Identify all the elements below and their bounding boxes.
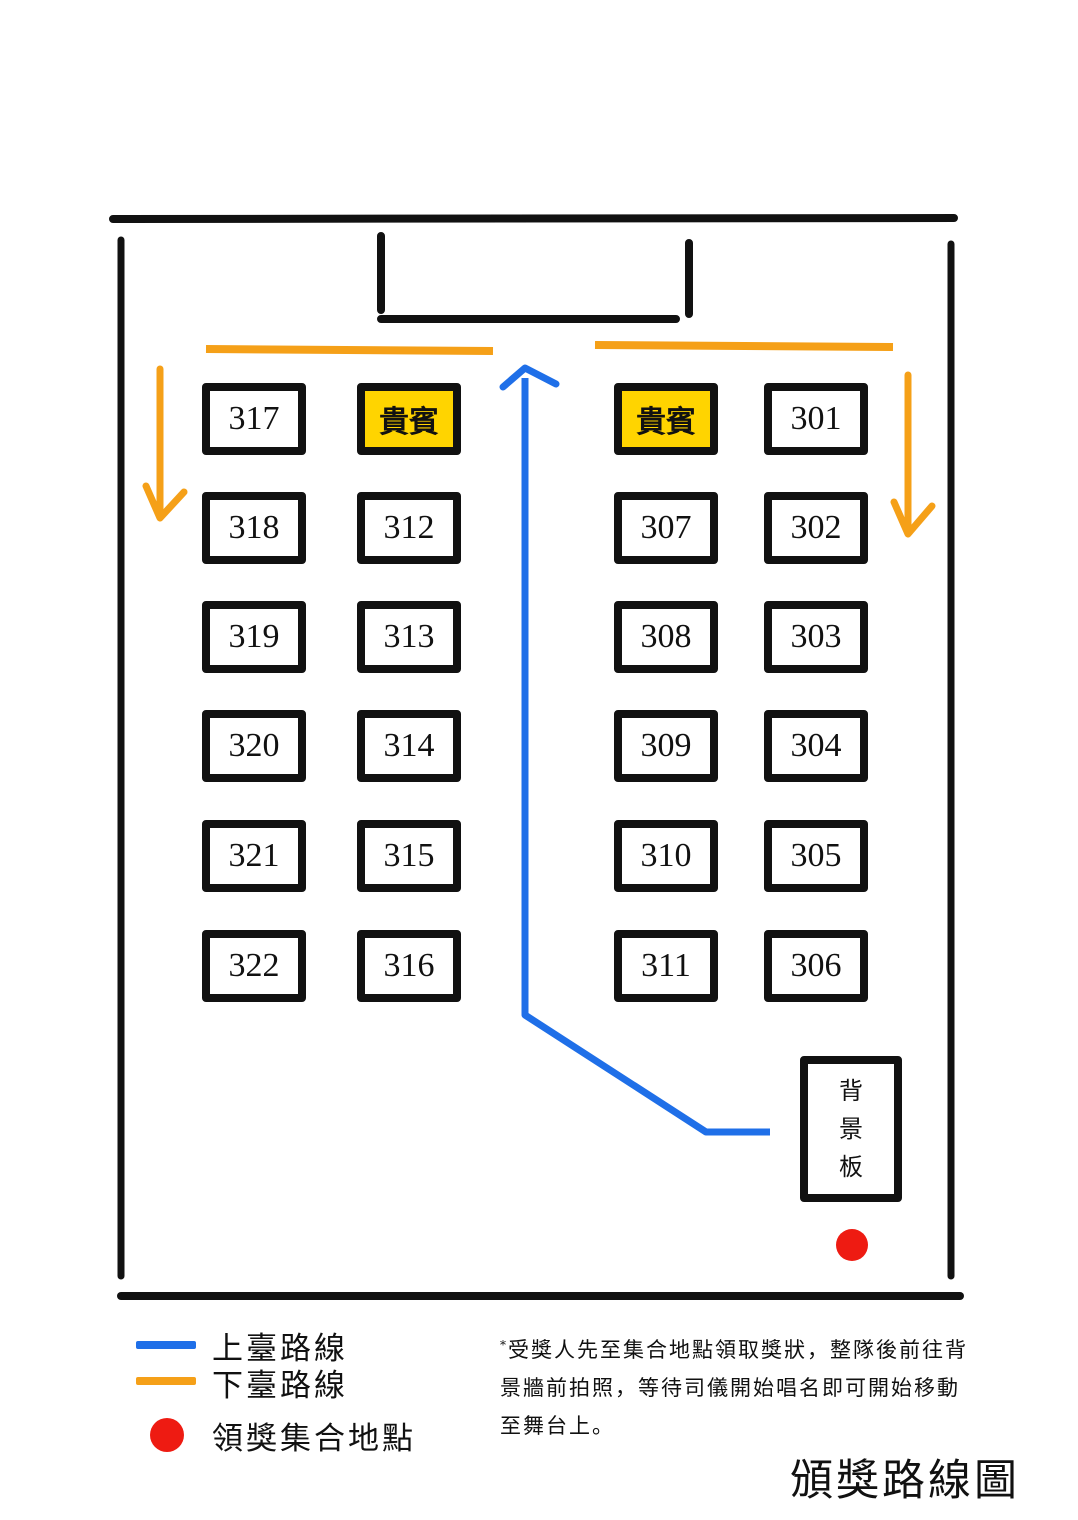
seat-315: 315 [357,820,461,892]
legend-up-route-swatch [136,1341,196,1349]
seat-label: 311 [641,947,691,984]
seat-303: 303 [764,601,868,673]
legend-down-route-swatch [136,1377,196,1385]
seat-label: 321 [228,837,280,874]
seat-label: 304 [790,727,842,764]
down-route-left-arrow [142,365,188,522]
seat-label: 301 [790,400,842,437]
seat-319: 319 [202,601,306,673]
seat-321: 321 [202,820,306,892]
seat-label: 314 [383,727,435,764]
seat-318: 318 [202,492,306,564]
backdrop-board: 背 景 板 [800,1056,902,1202]
seat-316: 316 [357,930,461,1002]
legend-gather-point-label: 領獎集合地點 [212,1421,416,1457]
seat-label: 貴賓 [636,405,696,440]
seat-label: 313 [383,618,435,655]
seat-307: 307 [614,492,718,564]
seat-label: 305 [790,837,842,874]
seat-label: 322 [228,947,280,984]
seat-314: 314 [357,710,461,782]
seat-309: 309 [614,710,718,782]
seat-306: 306 [764,930,868,1002]
seat-label: 319 [228,618,280,655]
seat-312: 312 [357,492,461,564]
seat-301: 301 [764,383,868,455]
backdrop-char: 板 [839,1153,863,1181]
seat-313: 313 [357,601,461,673]
legend-gather-point-swatch [150,1418,184,1452]
legend-down-route-label: 下臺路線 [212,1368,348,1404]
seat-label: 317 [228,400,280,437]
seat-302: 302 [764,492,868,564]
seat-label: 302 [790,509,842,546]
note-marker: * [500,1338,508,1352]
seat-label: 318 [228,509,280,546]
vip-seat: 貴賓 [357,383,461,455]
vip-seat: 貴賓 [614,383,718,455]
backdrop-char: 景 [839,1115,863,1143]
seat-305: 305 [764,820,868,892]
seat-320: 320 [202,710,306,782]
seat-317: 317 [202,383,306,455]
gather-point-dot [836,1229,868,1261]
seat-label: 309 [640,727,692,764]
down-route-left-line [205,345,494,355]
seat-label: 312 [383,509,435,546]
seat-label: 306 [790,947,842,984]
seat-311: 311 [614,930,718,1002]
up-route-path [521,378,770,1136]
seat-label: 303 [790,618,842,655]
up-route-arrowhead [499,364,560,391]
instruction-note: *受獎人先至集合地點領取獎狀，整隊後前往背景牆前拍照，等待司儀開始唱名即可開始移… [500,1326,970,1445]
stage [377,232,693,323]
seat-322: 322 [202,930,306,1002]
legend-up-route-label: 上臺路線 [212,1331,348,1367]
seat-label: 316 [383,947,435,984]
seat-308: 308 [614,601,718,673]
seat-label: 307 [640,509,692,546]
seat-label: 320 [228,727,280,764]
seat-304: 304 [764,710,868,782]
note-text: 受獎人先至集合地點領取獎狀，整隊後前往背景牆前拍照，等待司儀開始唱名即可開始移動… [500,1338,968,1438]
diagram-title: 頒獎路線圖 [790,1456,1020,1506]
top-wall [109,214,958,223]
seat-label: 310 [640,837,692,874]
seat-label: 貴賓 [379,405,439,440]
seat-label: 308 [640,618,692,655]
seat-310: 310 [614,820,718,892]
down-route-right-arrow [890,371,936,538]
backdrop-char: 背 [839,1077,863,1105]
seat-label: 315 [383,837,435,874]
down-route-right-line [594,341,894,351]
